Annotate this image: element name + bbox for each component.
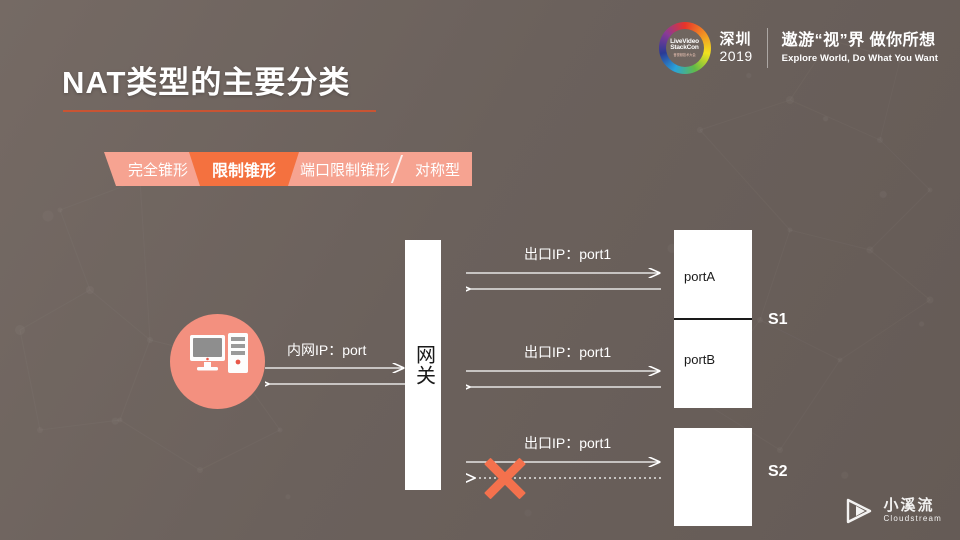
inner-flow-arrows [265,360,405,392]
server-node-s2 [674,428,752,526]
tab-symmetric[interactable]: 对称型 [403,152,473,186]
logo-text-sub: StackCon [670,44,699,52]
flow-label-s2: 出口IP：port1 [524,435,612,451]
gateway-label: 网关 [412,344,435,386]
tab-restricted-cone[interactable]: 限制锥形 [189,152,300,186]
server-s1-port-a-label: portA [684,269,716,284]
tab-restricted-cone-label: 限制锥形 [212,163,277,180]
watermark-name-en: Cloudstream [883,514,942,524]
tab-full-cone[interactable]: 完全锥形 [116,152,201,186]
server-s1-port-divider [674,318,752,320]
play-button-icon [847,498,872,524]
livevideostack-ring-logo-icon: LiveVideo StackCon 音视频技术大会 [658,22,711,74]
brand-slogan-en: Explore World, Do What You Want [781,53,938,65]
tab-symmetric-label: 对称型 [415,161,461,179]
cloudstream-watermark: 小溪流 Cloudstream [845,496,942,526]
server-s1-port-b-label: portB [684,352,716,367]
server-s2-name: S2 [768,463,788,480]
logo-text-cn: 音视频技术大会 [673,52,696,57]
nat-type-tabs: 完全锥形 限制锥形 端口限制锥形 对称型 [104,152,473,186]
watermark-name-cn: 小溪流 [883,496,935,514]
inner-flow-label: 内网IP：port [287,342,367,358]
header-brand: LiveVideo StackCon 音视频技术大会 深圳 2019 遨游“视”… [658,22,939,74]
flow-label-port-b: 出口IP：port1 [524,344,612,360]
brand-year: 2019 [719,47,753,64]
tab-bar-left-cap [104,152,116,186]
logo-text-main: LiveVideo [670,37,699,45]
brand-city: 深圳 [719,30,752,48]
flow-arrows-port-a [466,266,661,298]
brand-slogan-cn: 遨游“视”界 做你所想 [781,32,936,50]
page-title: NAT类型的主要分类 [62,65,351,100]
tab-separator [402,152,404,186]
flow-arrows-port-b [466,364,661,396]
brand-divider [766,28,768,68]
brand-slogan-block: 遨游“视”界 做你所想 Explore World, Do What You W… [782,31,938,65]
server-s1-name: S1 [768,311,788,328]
x-cross-icon [480,453,530,503]
client-host-node [170,314,265,409]
tab-full-cone-label: 完全锥形 [128,161,189,179]
tab-port-restricted-cone-label: 端口限制锥形 [300,161,391,179]
gateway-node: 网关 [405,240,441,490]
desktop-computer-icon [190,333,248,373]
tab-port-restricted-cone[interactable]: 端口限制锥形 [288,152,403,186]
title-underline [63,110,376,112]
brand-city-block: 深圳 2019 [719,30,753,64]
flow-label-port-a: 出口IP：port1 [524,246,612,262]
